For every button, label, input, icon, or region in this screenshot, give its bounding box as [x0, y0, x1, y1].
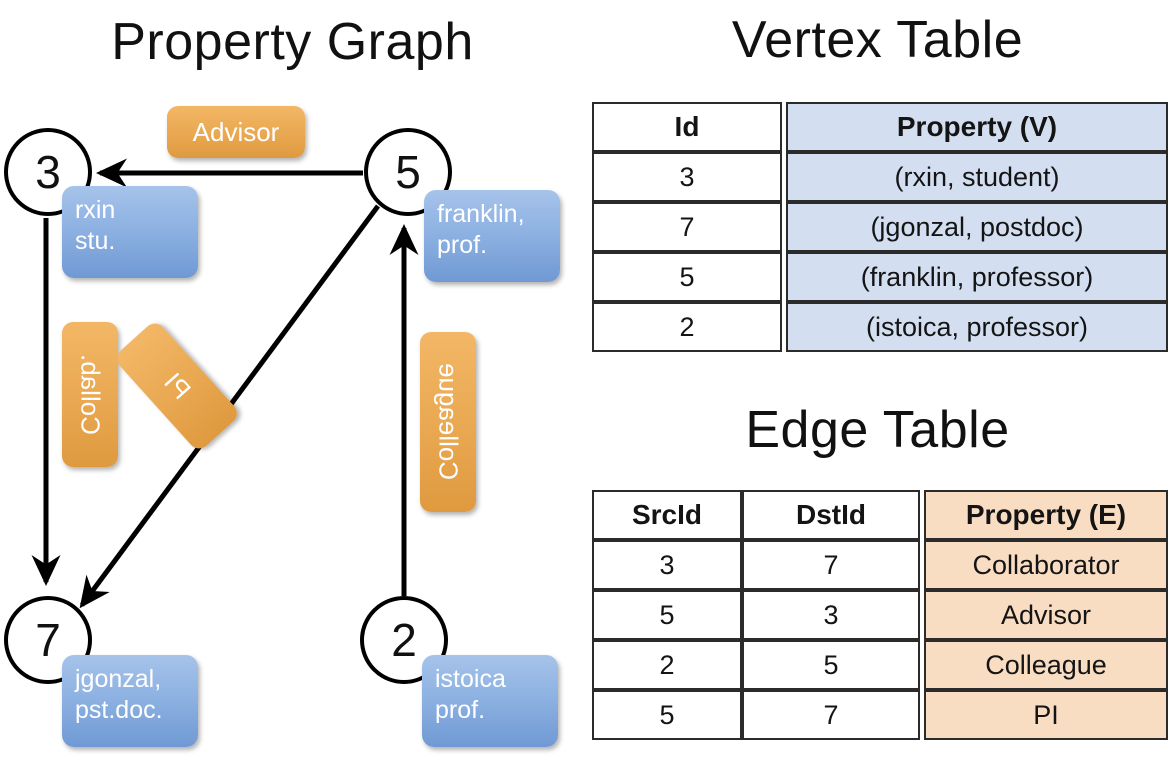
node-property-line-1: istoica — [435, 665, 506, 693]
edge-cell-src: 2 — [592, 640, 742, 690]
edge-table-header-srcid: SrcId — [592, 490, 742, 540]
node-property-box-7: jgonzal, pst.doc. — [62, 655, 198, 747]
vertex-table: Id Property (V) 3 (rxin, student) 7 (jgo… — [592, 102, 1168, 352]
node-property-line-1: franklin, — [437, 200, 525, 228]
property-graph-diagram: 3 5 7 2 rxin stu. franklin, prof. jgonza… — [4, 106, 560, 747]
edge-cell-dst: 5 — [742, 640, 920, 690]
vertex-table-header-property: Property (V) — [786, 102, 1168, 152]
vertex-table-header-id: Id — [592, 102, 782, 152]
node-property-box-2: istoica prof. — [422, 655, 558, 747]
edge-cell-dst: 7 — [742, 690, 920, 740]
node-property-line-1: rxin — [75, 196, 116, 224]
edge-cell-property: Advisor — [924, 590, 1168, 640]
edge-cell-property: Collaborator — [924, 540, 1168, 590]
edge-cell-property: Colleague — [924, 640, 1168, 690]
edge-cell-dst: 7 — [742, 540, 920, 590]
table-row[interactable]: 2 (istoica, professor) — [592, 302, 1168, 352]
table-row[interactable]: 5 3 Advisor — [592, 590, 1168, 640]
edge-table-header-property: Property (E) — [924, 490, 1168, 540]
vertex-cell-id: 7 — [592, 202, 782, 252]
edge-cell-property: PI — [924, 690, 1168, 740]
edge-cell-src: 3 — [592, 540, 742, 590]
edge-label-colleague: Colleague — [420, 332, 476, 512]
vertex-cell-id: 2 — [592, 302, 782, 352]
vertex-table-header-row: Id Property (V) — [592, 102, 1168, 152]
vertex-cell-id: 5 — [592, 252, 782, 302]
table-row[interactable]: 5 7 PI — [592, 690, 1168, 740]
table-row[interactable]: 3 7 Collaborator — [592, 540, 1168, 590]
edge-label-advisor: Advisor — [167, 106, 305, 158]
node-property-box-5: franklin, prof. — [424, 190, 560, 282]
edge-label-advisor-text: Advisor — [192, 116, 280, 147]
table-row[interactable]: 2 5 Colleague — [592, 640, 1168, 690]
node-property-box-3: rxin stu. — [62, 186, 198, 278]
node-property-line-2: prof. — [435, 696, 486, 725]
edge-label-colleague-text: Colleague — [433, 363, 464, 481]
page-title-vertex-table: Vertex Table — [731, 11, 1024, 69]
edge-table: SrcId DstId Property (E) 3 7 Collaborato… — [592, 490, 1168, 740]
table-row[interactable]: 7 (jgonzal, postdoc) — [592, 202, 1168, 252]
graph-node-5[interactable]: 5 — [364, 128, 452, 216]
vertex-cell-property: (jgonzal, postdoc) — [786, 202, 1168, 252]
edge-table-header-dstid: DstId — [742, 490, 920, 540]
table-row[interactable]: 3 (rxin, student) — [592, 152, 1168, 202]
page-title-property-graph: Property Graph — [111, 13, 474, 71]
node-property-line-2: stu. — [75, 227, 116, 256]
edge-cell-dst: 3 — [742, 590, 920, 640]
edge-cell-src: 5 — [592, 690, 742, 740]
vertex-cell-property: (franklin, professor) — [786, 252, 1168, 302]
edge-cell-src: 5 — [592, 590, 742, 640]
page-title-edge-table: Edge Table — [745, 401, 1010, 459]
vertex-cell-property: (rxin, student) — [786, 152, 1168, 202]
node-property-line-1: jgonzal, — [75, 665, 162, 693]
vertex-cell-id: 3 — [592, 152, 782, 202]
node-property-line-2: prof. — [437, 231, 488, 260]
edge-label-pi-text: PI — [157, 366, 197, 405]
edge-table-header-row: SrcId DstId Property (E) — [592, 490, 1168, 540]
edge-label-collab: Collab. — [62, 322, 118, 467]
node-property-line-2: pst.doc. — [75, 696, 163, 725]
table-row[interactable]: 5 (franklin, professor) — [592, 252, 1168, 302]
vertex-cell-property: (istoica, professor) — [786, 302, 1168, 352]
edge-label-collab-text: Collab. — [75, 354, 106, 435]
graph-node-2[interactable]: 2 — [360, 596, 448, 684]
